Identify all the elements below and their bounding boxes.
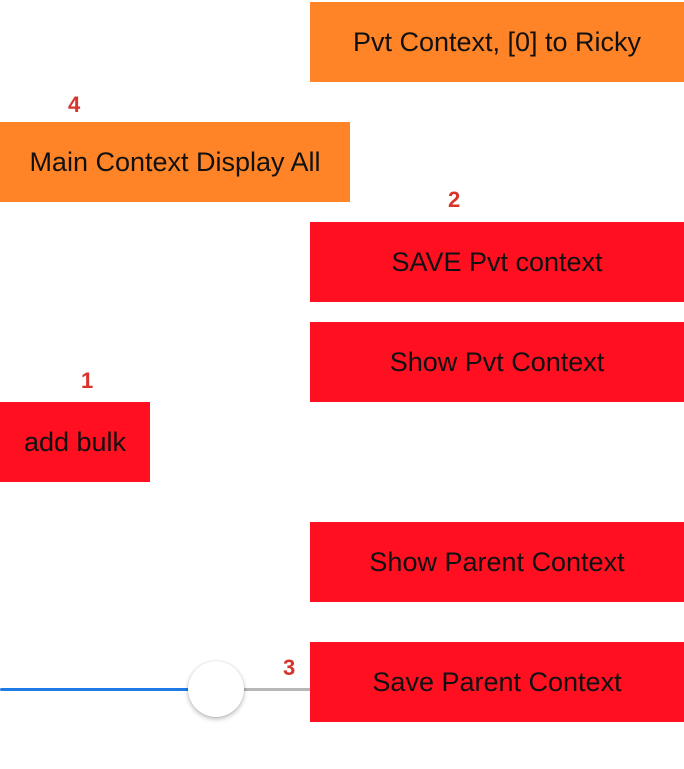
pvt-context-ricky-label: Pvt Context, [0] to Ricky bbox=[352, 26, 642, 57]
slider-track-remaining bbox=[216, 688, 322, 691]
marker-1: 1 bbox=[81, 368, 94, 393]
save-parent-context-button[interactable]: Save Parent Context bbox=[310, 642, 684, 722]
save-pvt-context-button[interactable]: SAVE Pvt context bbox=[310, 222, 684, 302]
marker-2: 2 bbox=[448, 187, 461, 212]
add-bulk-label: add bulk bbox=[23, 426, 127, 457]
value-slider[interactable] bbox=[0, 660, 322, 718]
show-parent-context-button[interactable]: Show Parent Context bbox=[310, 522, 684, 602]
marker-4: 4 bbox=[68, 92, 81, 117]
show-pvt-context-button[interactable]: Show Pvt Context bbox=[310, 322, 684, 402]
main-context-display-all-label: Main Context Display All bbox=[29, 146, 321, 177]
save-parent-context-label: Save Parent Context bbox=[372, 666, 622, 697]
slider-thumb[interactable] bbox=[188, 661, 244, 717]
marker-3: 3 bbox=[283, 655, 296, 680]
show-parent-context-label: Show Parent Context bbox=[369, 546, 625, 577]
add-bulk-button[interactable]: add bulk bbox=[0, 402, 150, 482]
save-pvt-context-label: SAVE Pvt context bbox=[391, 246, 603, 277]
slider-track-filled bbox=[0, 688, 216, 691]
pvt-context-ricky-button[interactable]: Pvt Context, [0] to Ricky bbox=[310, 2, 684, 82]
main-context-display-all-button[interactable]: Main Context Display All bbox=[0, 122, 350, 202]
show-pvt-context-label: Show Pvt Context bbox=[389, 346, 605, 377]
